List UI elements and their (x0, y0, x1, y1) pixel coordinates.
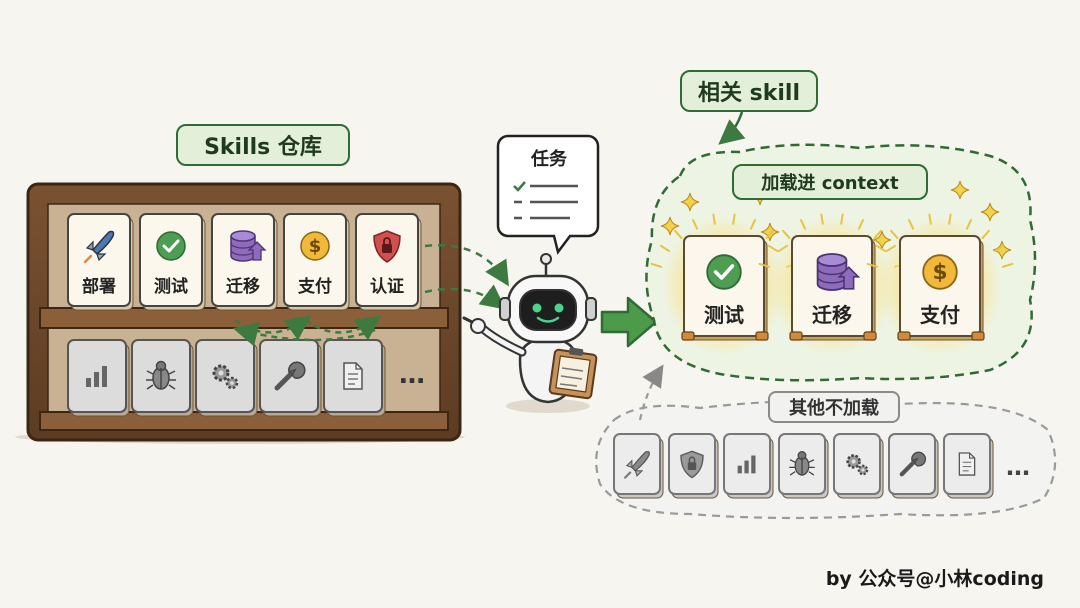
bug-icon (146, 360, 176, 390)
unloaded-ellipsis: … (1006, 453, 1030, 481)
sparkle-icon (660, 216, 680, 236)
check-icon (156, 231, 186, 261)
others-title: 其他不加载 (768, 391, 900, 423)
gears-icon (212, 364, 239, 390)
unloaded-card (778, 433, 829, 499)
unloaded-arrow (638, 364, 664, 421)
task-check-icon (513, 181, 526, 192)
shelf-card-label: 认证 (370, 276, 404, 297)
unloaded-card (833, 433, 884, 499)
rocket-icon (83, 230, 115, 264)
rocket-icon (624, 451, 650, 479)
sparkle-icon (980, 202, 1000, 222)
bar-chart-icon (737, 455, 756, 474)
loaded-card: 测试 (681, 235, 769, 341)
task-bubble: 任务 (496, 134, 600, 255)
shelf-card-label: 部署 (82, 276, 116, 297)
shelf-card: 认证 (355, 213, 422, 311)
shelf-card-label: 支付 (298, 276, 332, 297)
loaded-card: $ 支付 (897, 235, 985, 341)
bar-chart-icon (86, 366, 107, 387)
sparkle-icon (950, 180, 970, 200)
database-icon (816, 253, 861, 291)
gears-icon (846, 454, 869, 476)
clipboard-icon (548, 347, 598, 400)
svg-text:$: $ (309, 236, 322, 257)
document-icon (958, 452, 976, 476)
sparkle-icon (992, 240, 1012, 260)
shelf-card-inactive (67, 339, 130, 417)
selection-arrows (232, 315, 382, 347)
shelf-card-inactive (259, 339, 322, 417)
sparkle-icon (680, 192, 700, 212)
shelf-to-robot-arrows (424, 244, 509, 310)
bug-icon (789, 451, 815, 476)
dollar-icon: $ (922, 254, 958, 290)
document-icon (343, 362, 363, 390)
shelf-card-inactive (195, 339, 258, 417)
database-icon (230, 230, 267, 262)
lock-shield-icon (680, 450, 704, 479)
unloaded-card (943, 433, 994, 499)
wrench-icon (274, 361, 306, 391)
loaded-card: 迁移 (789, 235, 877, 341)
loaded-card-label: 测试 (704, 303, 744, 327)
unloaded-card (668, 433, 719, 499)
shelf-card: 部署 (67, 213, 134, 311)
loaded-card-label: 迁移 (812, 303, 852, 327)
unloaded-card (613, 433, 664, 499)
relevant-skill-title: 相关 skill (680, 70, 818, 112)
dollar-icon: $ (300, 231, 330, 261)
unloaded-card (888, 433, 939, 499)
warehouse-title: Skills 仓库 (176, 124, 350, 166)
load-context-title: 加载进 context (732, 164, 928, 200)
shelf-card-inactive (323, 339, 386, 417)
lock-shield-icon (373, 230, 401, 263)
footer-credit: by 公众号@小林coding (825, 568, 1044, 590)
task-title: 任务 (530, 148, 568, 170)
shelf-card-label: 测试 (154, 276, 188, 297)
load-arrow-icon (600, 296, 658, 348)
robot-icon (462, 253, 598, 413)
shelf-ellipsis: … (399, 360, 425, 390)
svg-text:$: $ (932, 260, 947, 285)
relevant-arrow (718, 111, 746, 145)
shelf-card-label: 迁移 (226, 276, 260, 297)
shelf-card: 测试 (139, 213, 206, 311)
shelf-card-inactive (131, 339, 194, 417)
shelf-card: $ 支付 (283, 213, 350, 311)
unloaded-card (723, 433, 774, 499)
shelf-card: 迁移 (211, 213, 278, 311)
loaded-card-label: 支付 (920, 303, 960, 327)
check-icon (706, 254, 742, 290)
wrench-icon (899, 451, 927, 477)
